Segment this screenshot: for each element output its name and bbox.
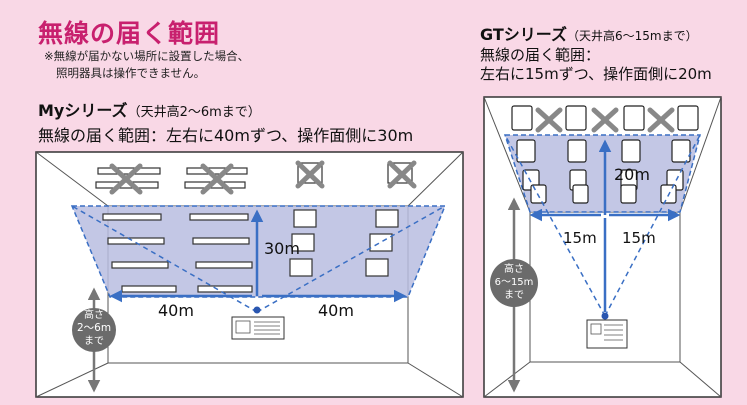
my-depth-label: 30m xyxy=(264,239,300,258)
gt-range-line1: 無線の届く範囲： xyxy=(480,46,601,64)
my-out-of-range-cross-icons xyxy=(109,160,417,195)
gt-height-badge xyxy=(490,259,538,307)
gt-signal-lines xyxy=(504,134,701,317)
my-left-width-label: 40m xyxy=(158,301,194,320)
warning-note-line2: 照明器具は操作できません。 xyxy=(56,66,206,80)
my-dimension-arrows xyxy=(109,209,407,303)
gt-controller-panel-icon xyxy=(586,319,628,349)
my-height-label2: 2〜6m xyxy=(77,322,111,334)
my-height-label3: まで xyxy=(84,335,104,347)
my-height-badge xyxy=(72,308,116,352)
my-transmitter-dot xyxy=(253,306,261,314)
gt-height-label2: 6〜15m xyxy=(495,277,534,288)
gt-range-line2: 左右に15mずつ、操作面側に20m xyxy=(480,65,712,83)
gt-series-info: GTシリーズ（天井高6〜15mまで） 無線の届く範囲： 左右に15mずつ、操作面… xyxy=(480,25,712,84)
warning-note: ※無線が届かない場所に設置した場合、 照明器具は操作できません。 xyxy=(44,48,249,82)
gt-left-width-label: 15m xyxy=(563,229,597,247)
gt-depth-label: 20m xyxy=(614,165,650,184)
gt-dimension-arrows xyxy=(529,139,681,312)
my-range-area xyxy=(70,205,447,298)
my-series-heading: Myシリーズ（天井高2〜6mまで） xyxy=(38,97,261,121)
my-series-note: （天井高2〜6mまで） xyxy=(127,105,261,120)
gt-transmitter-dot xyxy=(601,312,609,320)
gt-out-of-range-cross-icons xyxy=(535,107,675,133)
my-height-label1: 高さ xyxy=(84,308,104,321)
my-series-name: Myシリーズ xyxy=(38,101,128,120)
gt-fixtures xyxy=(511,105,699,204)
my-range-description: 無線の届く範囲：左右に40mずつ、操作面側に30m xyxy=(38,126,414,145)
my-controller-panel-icon xyxy=(231,316,285,340)
gt-height-label1: 高さ xyxy=(504,262,524,275)
gt-series-note: （天井高6〜15mまで） xyxy=(566,29,698,43)
gt-series-name: GTシリーズ xyxy=(480,25,567,44)
gt-height-label3: まで xyxy=(504,289,524,301)
my-right-width-label: 40m xyxy=(318,301,354,320)
page-title: 無線の届く範囲 xyxy=(38,19,221,48)
warning-note-line1: ※無線が届かない場所に設置した場合、 xyxy=(44,49,250,63)
gt-right-width-label: 15m xyxy=(622,229,656,247)
